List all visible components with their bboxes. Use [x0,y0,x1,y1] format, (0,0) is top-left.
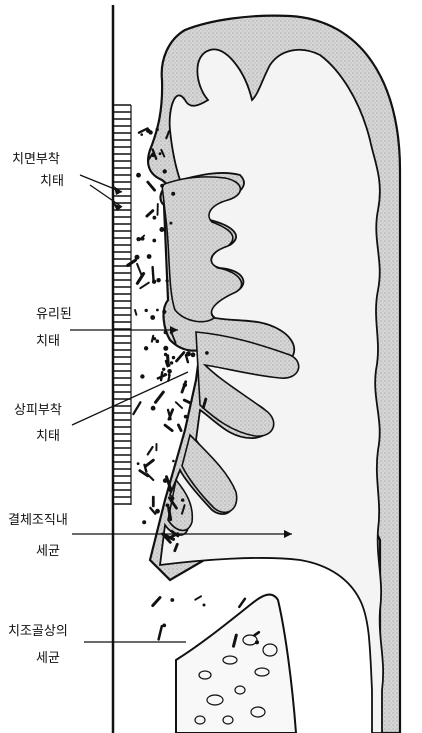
label-connective-tissue-bacteria-line2: 세균 [36,544,60,559]
coccus [172,356,175,359]
coccus [156,339,160,343]
coccus [147,254,152,259]
coccus [140,133,143,136]
rod-bacterium [128,260,136,265]
coccus [144,346,148,350]
coccus [167,369,172,374]
rod-bacterium [156,392,164,402]
rod-bacterium [153,598,160,606]
rod-bacterium [147,211,153,216]
rod-bacterium [176,402,182,408]
rod-bacterium [148,447,153,455]
alveolar-bone [176,595,296,733]
coccus [191,352,196,357]
coccus [255,640,259,644]
coccus [148,130,152,134]
rod-bacterium [168,356,169,366]
coccus [145,309,148,312]
rod-bacterium [169,508,171,520]
coccus [136,237,140,241]
rod-bacterium [146,460,153,466]
rod-bacterium [159,626,162,639]
rod-bacterium [153,267,154,280]
coccus [205,351,209,355]
rod-bacterium [195,596,201,599]
rod-bacterium [140,283,149,289]
label-epithelium-attached-plaque-line1: 상피부착 [14,403,62,418]
coccus [162,310,166,314]
coccus [171,192,175,196]
coccus [168,364,171,367]
rod-bacterium [178,425,181,431]
coccus [141,237,145,241]
label-free-plaque-line2: 치태 [36,334,60,349]
coccus [156,278,160,282]
coccus [166,279,169,282]
coccus [159,227,164,232]
coccus [153,216,157,220]
coccus [170,499,173,502]
label-alveolar-bone-bacteria-line1: 치조골상의 [8,624,68,639]
coccus [170,598,174,602]
label-connective-tissue-bacteria-line1: 결체조직내 [8,513,68,528]
rod-bacterium [177,353,184,362]
coccus [150,315,155,320]
coccus [169,222,172,225]
label-free-plaque-line1: 유리된 [36,307,72,322]
coccus [168,487,173,492]
coccus [163,478,168,483]
label-tooth-attached-plaque-line1: 치면부착 [12,152,60,167]
coccus [151,406,156,411]
coccus [152,239,156,243]
coccus [170,361,173,364]
coccus [140,374,144,378]
rod-bacterium [158,375,165,378]
coccus [163,346,168,351]
coccus [160,184,164,188]
rod-bacterium [150,508,155,514]
rod-bacterium [137,264,142,277]
coccus [162,368,165,371]
rod-bacterium [165,425,172,431]
coccus [166,504,170,508]
coccus [156,128,159,131]
coccus [184,415,188,419]
coccus [137,462,140,465]
coccus [183,383,187,387]
arrowhead-1 [114,186,122,195]
coccus [159,152,162,155]
rod-bacterium [148,182,155,190]
coccus [142,520,146,524]
coccus [164,330,168,334]
coccus [136,173,141,178]
rod-bacterium [239,599,245,607]
coccus [172,460,175,463]
rod-bacterium [184,400,189,403]
label-alveolar-bone-bacteria-line2: 세균 [36,651,60,666]
coccus [186,351,191,356]
coccus [155,509,160,514]
coccus [156,309,159,312]
coccus [181,498,184,501]
coccus [203,604,206,607]
label-epithelium-attached-plaque-line2: 치태 [36,429,60,444]
coccus [168,373,171,376]
tooth-attached-plaque-comb [113,105,131,505]
label-tooth-attached-plaque-line2: 치태 [40,174,64,189]
coccus [135,255,140,260]
rod-bacterium [135,310,136,315]
rod-bacterium [133,402,140,414]
coccus [163,169,167,173]
rod-bacterium [152,336,153,342]
